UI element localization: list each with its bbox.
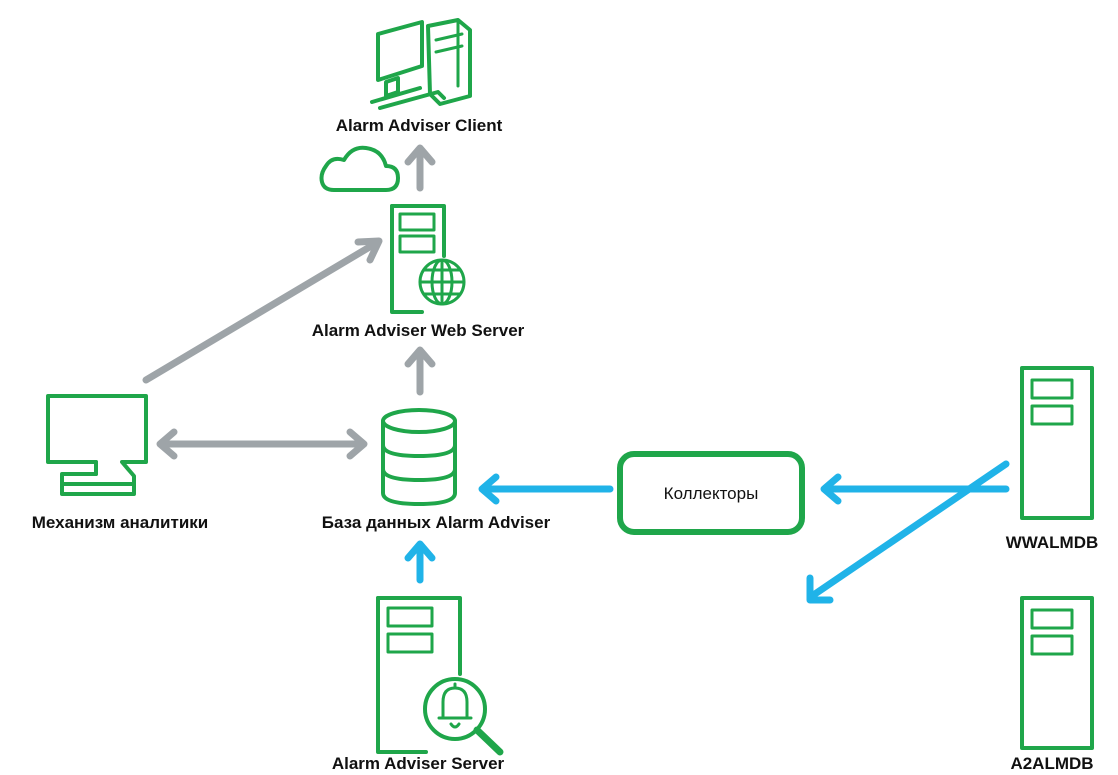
- cloud-icon: [319, 145, 400, 192]
- arrow-server-to-db: [404, 540, 436, 584]
- arrow-collectors-to-server: [478, 473, 614, 505]
- client-label: Alarm Adviser Client: [336, 116, 503, 135]
- a2almdb-label: A2ALMDB: [1010, 754, 1093, 773]
- arrow-analytics-db-bidirectional: [156, 428, 368, 460]
- server-icon: [1020, 366, 1094, 520]
- analytics-label: Механизм аналитики: [32, 513, 209, 532]
- arrow-db-to-web: [404, 346, 436, 396]
- web-server-label: Alarm Adviser Web Server: [312, 321, 525, 340]
- database-icon: [381, 408, 457, 506]
- web-server-icon: [390, 204, 466, 314]
- server-icon: [1020, 596, 1094, 750]
- arrow-wwalmdb-to-collectors: [806, 460, 1010, 604]
- collectors-box: [617, 451, 805, 535]
- alarm-server-icon: [376, 596, 504, 756]
- collectors-label: Коллекторы: [664, 484, 759, 503]
- alarm-server-label: Alarm Adviser Server: [332, 754, 505, 773]
- arrow-analytics-to-web: [142, 237, 383, 384]
- wwalmdb-label: WWALMDB: [1006, 533, 1099, 552]
- arrow-a2almdb-to-collectors: [820, 473, 1010, 505]
- database-label: База данных Alarm Adviser: [322, 513, 551, 532]
- workstation-icon: [370, 18, 472, 110]
- arrow-web-to-client: [404, 144, 436, 192]
- monitor-icon: [46, 394, 148, 496]
